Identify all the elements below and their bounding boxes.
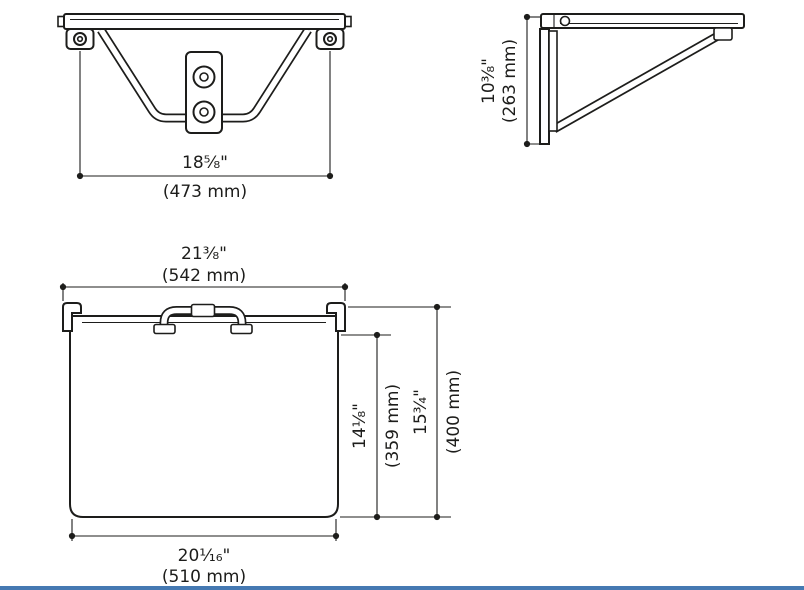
front-width-dimension: 18⁵⁄₈" (473 mm) bbox=[76, 51, 334, 202]
dimension-dot bbox=[373, 331, 381, 339]
dimension-label-mm: (510 mm) bbox=[162, 567, 246, 587]
dimension-dot bbox=[59, 283, 67, 291]
dimension-label-inches: 15³⁄₄" bbox=[411, 389, 431, 435]
dimension-label-mm: (473 mm) bbox=[163, 182, 247, 202]
dimension-dot bbox=[76, 172, 84, 180]
right-hook bbox=[326, 302, 346, 332]
footer-accent-line bbox=[0, 586, 804, 590]
handle-foot-right bbox=[230, 323, 253, 335]
dimension-label-mm: (400 mm) bbox=[444, 370, 464, 454]
dimension-label-inches: 10³⁄₈" bbox=[479, 58, 499, 104]
dimension-dot bbox=[523, 140, 531, 148]
dimension-label-inches: 20¹⁄₁₆" bbox=[178, 546, 231, 566]
plan-view: 21³⁄₈" (542 mm) 14¹⁄₈" (359 mm) 15³⁄₄" (… bbox=[59, 244, 464, 587]
dimension-dot bbox=[68, 532, 76, 540]
dimension-dot bbox=[326, 172, 334, 180]
left-hook bbox=[62, 302, 82, 332]
dimension-label-mm: (359 mm) bbox=[383, 384, 403, 468]
left-bracket-pin bbox=[76, 35, 84, 43]
dimension-dot bbox=[332, 532, 340, 540]
brace-connector bbox=[713, 27, 733, 41]
upper-bolt-center bbox=[199, 72, 209, 82]
dimension-label-mm: (263 mm) bbox=[500, 39, 520, 123]
handle-clamp bbox=[190, 303, 216, 318]
plan-overall-depth-dimension: 15³⁄₄" (400 mm) bbox=[348, 303, 464, 521]
plan-seat-width-dimension: 20¹⁄₁₆" (510 mm) bbox=[68, 519, 340, 587]
dimension-label-mm: (542 mm) bbox=[162, 266, 246, 286]
pivot-pin bbox=[559, 15, 571, 27]
dimension-label-inches: 18⁵⁄₈" bbox=[182, 153, 228, 173]
front-view: 18⁵⁄₈" (473 mm) bbox=[57, 13, 352, 202]
dimension-dot bbox=[433, 513, 441, 521]
side-view: 10³⁄₈" (263 mm) bbox=[479, 13, 745, 148]
seat-outline bbox=[69, 315, 339, 518]
plan-overall-width-dimension: 21³⁄₈" (542 mm) bbox=[59, 244, 349, 301]
wall-rail bbox=[539, 28, 550, 145]
mounting-rail bbox=[63, 13, 346, 30]
handle-foot-left bbox=[153, 323, 176, 335]
dimension-label-inches: 14¹⁄₈" bbox=[350, 403, 370, 449]
side-height-dimension: 10³⁄₈" (263 mm) bbox=[479, 13, 549, 148]
plan-seat-depth-dimension: 14¹⁄₈" (359 mm) bbox=[340, 331, 451, 521]
lower-bolt-center bbox=[199, 107, 209, 117]
dimension-dot bbox=[433, 303, 441, 311]
support-brace-core bbox=[552, 30, 725, 132]
dimension-dot bbox=[373, 513, 381, 521]
dimension-dot bbox=[523, 13, 531, 21]
right-bracket-pin bbox=[326, 35, 334, 43]
dimension-label-inches: 21³⁄₈" bbox=[181, 244, 227, 264]
wall-channel bbox=[548, 30, 558, 132]
dimension-dot bbox=[341, 283, 349, 291]
seat-profile bbox=[540, 13, 745, 29]
